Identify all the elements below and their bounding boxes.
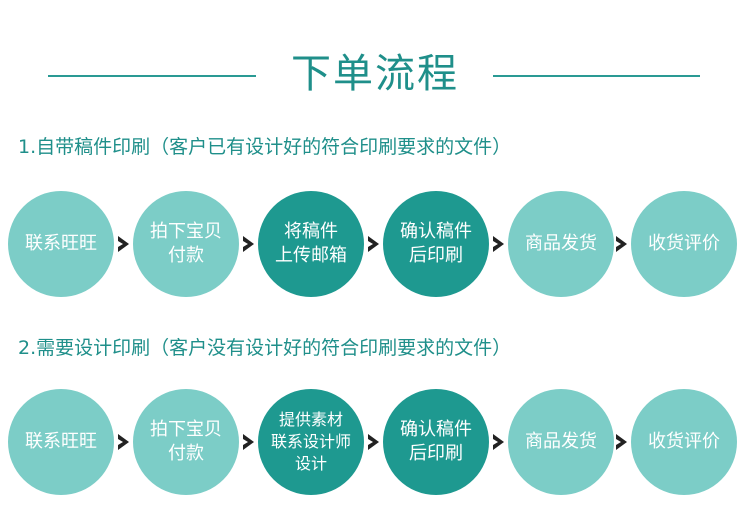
- chevron-right-icon: [616, 236, 627, 252]
- step-line: 提供素材: [278, 410, 343, 429]
- chevron-right-icon: [243, 236, 254, 252]
- step-receive-review: 收货评价: [631, 191, 737, 297]
- step-receive-review: 收货评价: [631, 389, 737, 495]
- step-line: 收货评价: [648, 431, 720, 452]
- step-line: 商品发货: [525, 431, 597, 452]
- title-divider-left: [48, 75, 256, 77]
- chevron-right-icon: [368, 236, 379, 252]
- step-upload-files: 将稿件 上传邮箱: [258, 191, 364, 297]
- step-line: 收货评价: [648, 233, 720, 254]
- chevron-right-icon: [243, 434, 254, 450]
- step-line: 付款: [168, 245, 204, 266]
- section-1-heading: 1.自带稿件印刷（客户已有设计好的符合印刷要求的文件）: [18, 136, 512, 158]
- step-line: 付款: [168, 443, 204, 464]
- step-ship-goods: 商品发货: [508, 389, 614, 495]
- step-ship-goods: 商品发货: [508, 191, 614, 297]
- step-line: 商品发货: [525, 233, 597, 254]
- chevron-right-icon: [118, 434, 129, 450]
- chevron-right-icon: [616, 434, 627, 450]
- chevron-right-icon: [493, 434, 504, 450]
- step-line: 上传邮箱: [275, 245, 347, 266]
- chevron-right-icon: [493, 236, 504, 252]
- step-provide-materials-design: 提供素材 联系设计师 设计: [258, 389, 364, 495]
- step-line: 确认稿件: [400, 419, 472, 440]
- title-divider-right: [493, 75, 700, 77]
- step-line: 后印刷: [409, 245, 463, 266]
- step-line: 拍下宝贝: [150, 419, 222, 440]
- step-line: 将稿件: [284, 221, 338, 242]
- step-line: 联系设计师: [270, 432, 351, 451]
- step-line: 后印刷: [409, 443, 463, 464]
- step-line: 联系旺旺: [25, 233, 97, 254]
- chevron-right-icon: [118, 236, 129, 252]
- chevron-right-icon: [368, 434, 379, 450]
- step-line: 确认稿件: [400, 221, 472, 242]
- step-line: 联系旺旺: [25, 431, 97, 452]
- step-confirm-print: 确认稿件 后印刷: [383, 389, 489, 495]
- step-line: 设计: [294, 454, 327, 473]
- step-confirm-print: 确认稿件 后印刷: [383, 191, 489, 297]
- page-title: 下单流程: [291, 51, 459, 97]
- step-place-order-pay: 拍下宝贝 付款: [133, 191, 239, 297]
- step-line: 拍下宝贝: [150, 221, 222, 242]
- step-contact-wangwang: 联系旺旺: [8, 389, 114, 495]
- section-2-heading: 2.需要设计印刷（客户没有设计好的符合印刷要求的文件）: [18, 337, 512, 359]
- step-contact-wangwang: 联系旺旺: [8, 191, 114, 297]
- step-place-order-pay: 拍下宝贝 付款: [133, 389, 239, 495]
